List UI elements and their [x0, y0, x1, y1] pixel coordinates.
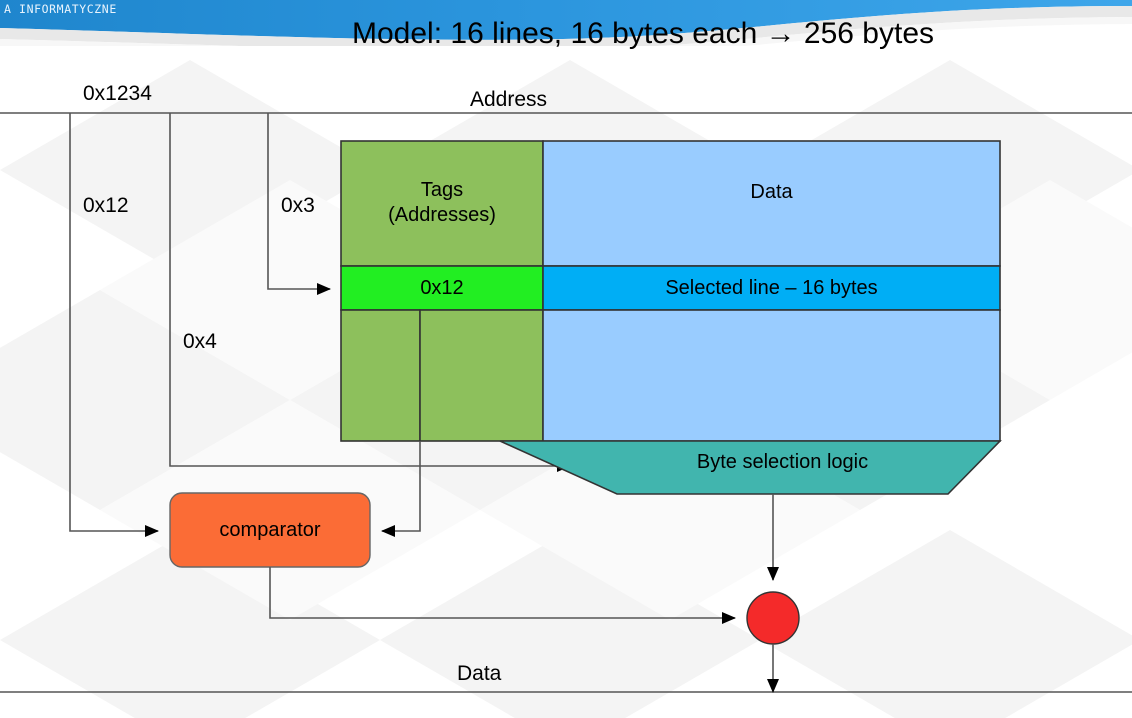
- selected-data-label: Selected line – 16 bytes: [665, 277, 878, 299]
- slide-title: Model: 16 lines, 16 bytes each → 256 byt…: [352, 17, 935, 50]
- full-address-label: 0x1234: [83, 82, 152, 105]
- index-field-wire: [169, 113, 571, 472]
- tags-header-line-1: Tags: [420, 179, 464, 201]
- comparator-label: comparator: [219, 519, 321, 541]
- address-bus-label: Address: [470, 88, 548, 111]
- byte-selection-label: Byte selection logic: [696, 451, 869, 473]
- header-banner: A INFORMATYCZNE: [0, 0, 1132, 46]
- tag-readback-wire: [381, 441, 421, 537]
- selected-data-cell: [542, 265, 1001, 311]
- data-bus-label: Data: [457, 662, 502, 685]
- selected-tag-label: 0x12: [420, 277, 464, 299]
- data-header-cell: [542, 140, 1001, 267]
- tag-field-label: 0x12: [83, 194, 129, 217]
- index-field-label: 0x4: [183, 330, 217, 353]
- data-lower-cell: [542, 309, 1001, 442]
- tags-lower-cell-left: [340, 309, 421, 442]
- comparator-output-wire: [269, 567, 736, 624]
- selected-tag-cell: [340, 265, 544, 311]
- tags-header-label: Tags (Addresses): [341, 178, 543, 228]
- tags-lower-cell-right: [419, 309, 544, 442]
- data-header-label: Data: [750, 181, 793, 203]
- offset-field-wire: [267, 113, 331, 295]
- tag-field-wire: [69, 113, 159, 537]
- offset-field-label: 0x3: [281, 194, 315, 217]
- tags-header-cell: [340, 140, 544, 267]
- hit-indicator-dot: [746, 591, 800, 645]
- tags-header-line-2: (Addresses): [388, 204, 496, 226]
- byte-selection-shape: [499, 440, 1002, 495]
- banner-title: A INFORMATYCZNE: [4, 2, 117, 16]
